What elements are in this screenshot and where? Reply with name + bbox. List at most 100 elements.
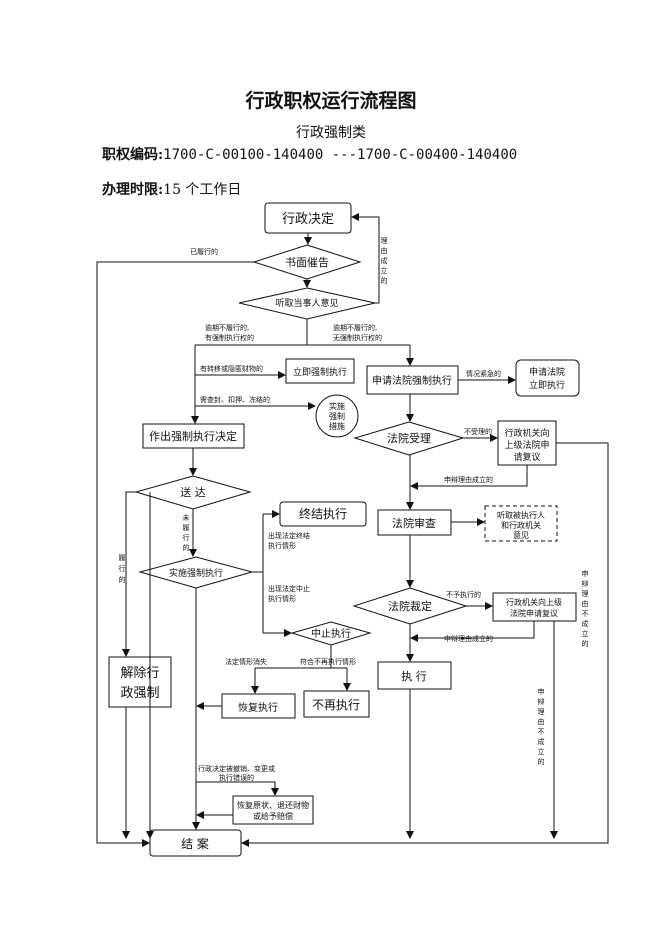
label-performed-v-1: 履 bbox=[119, 554, 126, 562]
node-immediate bbox=[285, 358, 355, 384]
node-resume bbox=[221, 693, 296, 719]
label-revoked-2: 执行错误的 bbox=[219, 773, 254, 782]
node-measures-l2: 强制 bbox=[329, 411, 345, 421]
label-susp-cond-1: 出现法定中止 bbox=[268, 584, 310, 593]
code-label: 职权编码: bbox=[102, 147, 164, 163]
node-lift-l1: 解除行 bbox=[120, 666, 159, 681]
label-performed: 已履行的 bbox=[190, 247, 218, 256]
node-execute-label: 执 行 bbox=[401, 669, 427, 683]
node-make-decision-label: 作出强制执行决定 bbox=[149, 429, 237, 443]
label-cond-gone: 法定情形消失 bbox=[225, 657, 267, 666]
node-no-exec-label: 不再执行 bbox=[312, 698, 360, 712]
node-resume-label: 恢复执行 bbox=[238, 701, 278, 714]
node-measures bbox=[315, 394, 359, 438]
label-reason-1: 理 bbox=[381, 237, 388, 245]
label-reason-invalid-2: 辩 bbox=[582, 579, 589, 588]
node-suspend-label: 中止执行 bbox=[311, 627, 351, 640]
label-urgent: 情况紧急的 bbox=[466, 369, 501, 378]
label-seize: 需查封、扣押、冻结的 bbox=[200, 395, 270, 404]
node-immediate-label: 立即强制执行 bbox=[293, 366, 347, 378]
node-deliver-label: 送 达 bbox=[180, 485, 206, 499]
node-apply-court-now-l1: 申请法院 bbox=[529, 366, 565, 378]
node-apply-court-now-l2: 立即执行 bbox=[529, 379, 565, 391]
page-subtitle: 行政强制类 bbox=[296, 125, 366, 141]
label-reason-valid: 申辩理由成立的 bbox=[444, 475, 493, 484]
node-reconsider-l3: 请复议 bbox=[513, 451, 540, 463]
label-overdue-nopower-2: 无强制执行权的 bbox=[333, 333, 382, 342]
node-restore-l1: 恢复原状、退还财物 bbox=[237, 800, 309, 810]
node-accept bbox=[353, 421, 465, 456]
label-reason-invalid-7: 立 bbox=[582, 629, 589, 638]
label-term-cond-2: 执行情形 bbox=[268, 541, 296, 550]
node-measures-l3: 措施 bbox=[329, 421, 345, 431]
label-not-execute: 不予执行的 bbox=[446, 590, 481, 599]
page-title: 行政职权运行流程图 bbox=[245, 90, 417, 112]
label-not-performed-4: 的 bbox=[183, 543, 190, 552]
label-susp-cond-2: 执行情形 bbox=[268, 594, 296, 603]
node-hear-both-l1: 听取被执行人 bbox=[497, 510, 545, 520]
label-reason-invalid-6: 成 bbox=[582, 619, 589, 628]
label-not-performed-3: 行 bbox=[183, 533, 190, 542]
label-no-need: 符合不再执行情形 bbox=[300, 657, 356, 666]
label-reason-3: 成 bbox=[381, 256, 388, 265]
label-reason-2: 由 bbox=[381, 246, 388, 255]
node-reconsider2 bbox=[492, 592, 577, 622]
label-not-accepted: 不受理的 bbox=[464, 427, 492, 436]
label-reason-5: 的 bbox=[381, 276, 388, 285]
label-reason-invalid2-6: 成 bbox=[538, 737, 545, 746]
node-reconsider2-l2: 法院申请复议 bbox=[510, 608, 558, 618]
label-reason-invalid2-2: 辩 bbox=[538, 697, 545, 706]
connectors bbox=[96, 213, 609, 847]
node-restore bbox=[232, 795, 314, 825]
node-hear-both-l3: 意见 bbox=[513, 530, 529, 540]
node-decision-label: 行政决定 bbox=[282, 212, 334, 227]
label-not-performed-2: 履 bbox=[183, 524, 190, 532]
label-reason-invalid2-7: 立 bbox=[538, 747, 545, 756]
label-reason-4: 立 bbox=[381, 266, 388, 275]
time-label: 办理时限: bbox=[102, 182, 164, 198]
label-reason-invalid-8: 的 bbox=[582, 639, 589, 648]
node-apply-court bbox=[366, 365, 459, 395]
label-not-performed-1: 未 bbox=[183, 513, 190, 522]
node-accept-label: 法院受理 bbox=[387, 431, 431, 445]
label-performed-v-2: 行 bbox=[119, 564, 126, 573]
node-execute bbox=[377, 661, 452, 690]
label-reason-valid2: 申辩理由成立的 bbox=[444, 634, 493, 643]
node-terminate-label: 终结执行 bbox=[299, 506, 347, 521]
node-apply-court-label: 申请法院强制执行 bbox=[372, 374, 452, 387]
label-reason-invalid-5: 不 bbox=[582, 610, 589, 618]
node-reconsider-l2: 上级法院申 bbox=[504, 439, 549, 451]
node-hear-both-l2: 和行政机关 bbox=[501, 520, 541, 530]
node-apply-court-now bbox=[515, 359, 580, 397]
time-limit: 办理时限:15 个工作日 bbox=[102, 179, 241, 199]
label-reason-invalid-1: 申 bbox=[582, 569, 589, 578]
node-hear-party-label: 听取当事人意见 bbox=[275, 297, 338, 309]
label-revoked-1: 行政决定被撤销、变更或 bbox=[198, 764, 275, 773]
node-reconsider bbox=[497, 420, 557, 466]
node-measures-l1: 实施 bbox=[329, 401, 345, 411]
authority-code: 职权编码:1700-C-00100-140400 ---1700-C-00400… bbox=[102, 144, 517, 164]
label-reason-invalid2-5: 不 bbox=[538, 728, 545, 736]
node-implement-label: 实施强制执行 bbox=[169, 567, 223, 579]
label-performed-v-3: 的 bbox=[119, 575, 126, 584]
node-ruling-label: 法院裁定 bbox=[388, 599, 432, 613]
label-reason-invalid2-1: 申 bbox=[538, 687, 545, 696]
node-close-label: 结 案 bbox=[181, 836, 209, 851]
node-restore-l2: 或给予赔偿 bbox=[253, 811, 293, 821]
node-no-exec bbox=[303, 690, 370, 718]
node-court-review-label: 法院审查 bbox=[392, 516, 436, 530]
time-value: 15 个工作日 bbox=[163, 182, 242, 198]
label-overdue-power-2: 有强制执行权的 bbox=[205, 333, 254, 342]
label-overdue-nopower-1: 逾期不履行的, bbox=[333, 323, 377, 332]
node-hear-both bbox=[484, 505, 558, 542]
label-reason-invalid2-3: 理 bbox=[538, 708, 545, 716]
node-reconsider-l1: 行政机关向 bbox=[504, 427, 549, 439]
label-reason-invalid2-8: 的 bbox=[538, 757, 545, 766]
node-terminate bbox=[279, 501, 367, 527]
code-value: 1700-C-00100-140400 ---1700-C-00400-1404… bbox=[163, 147, 518, 163]
node-court-review bbox=[377, 509, 452, 536]
label-term-cond-1: 出现法定终结 bbox=[268, 531, 310, 540]
label-reason-invalid2-4: 由 bbox=[538, 717, 545, 726]
node-lift-l2: 政强制 bbox=[120, 686, 159, 701]
